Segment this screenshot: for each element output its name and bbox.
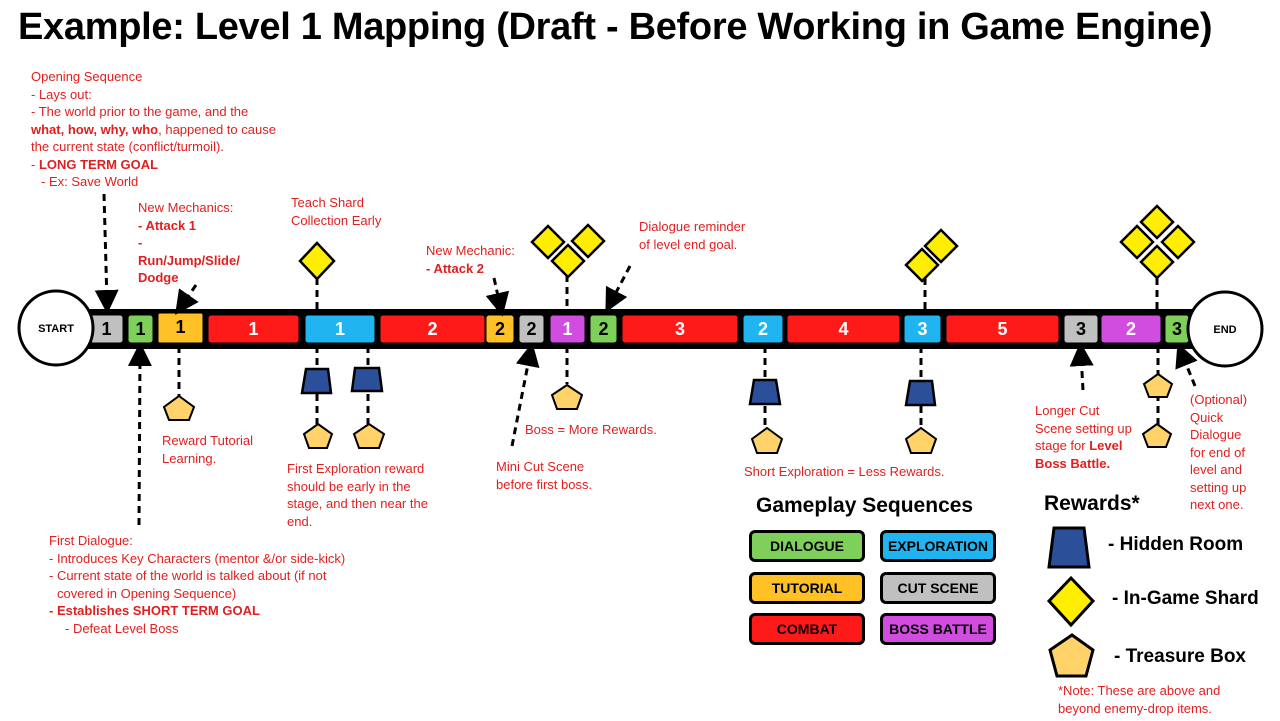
hidden-room-icon (1047, 526, 1091, 569)
timeline-segment-combat (786, 314, 901, 344)
legend-combat: COMBAT (749, 613, 865, 645)
timeline-segment-label: 5 (997, 319, 1007, 339)
shard-label: - In-Game Shard (1112, 588, 1259, 609)
timeline-segment-label: 3 (1076, 319, 1086, 339)
shard-icon (904, 247, 940, 283)
first-dialogue-note: First Dialogue: - Introduces Key Charact… (49, 533, 346, 636)
mini-cut-arrow (510, 342, 540, 447)
attack2-arrow (485, 277, 510, 317)
treasure-box-icon (352, 422, 386, 449)
dialogue-reminder-arrow (605, 265, 632, 313)
treasure-box-label: - Treasure Box (1114, 646, 1246, 667)
timeline-segment-label: 3 (1172, 319, 1182, 339)
new-mechanics-arrow (175, 284, 199, 315)
legend-boss-battle: BOSS BATTLE (880, 613, 996, 645)
opening-arrow (94, 193, 119, 314)
shard-icon (1160, 224, 1196, 260)
timeline-segment-label: 1 (101, 319, 111, 339)
timeline-segment-label: 2 (1126, 319, 1136, 339)
timeline-segment-label: 2 (598, 319, 608, 339)
longer-cut-arrow (1069, 342, 1094, 391)
rewards-title: Rewards* (1044, 492, 1140, 515)
timeline-segment-combat (207, 314, 300, 344)
timeline-segment-combat (945, 314, 1060, 344)
timeline-segment-label: 3 (917, 319, 927, 339)
timeline-segment-label: 1 (335, 319, 345, 339)
treasure-box-icon (1048, 633, 1095, 678)
timeline-segment-exploration (742, 314, 784, 344)
timeline-segments: 1 1 1 1 1 2 2 2 1 2 3 2 4 3 5 3 2 3 (89, 310, 1190, 346)
timeline-segment-boss (1100, 314, 1162, 344)
longer-cut-scene-note: Longer Cut Scene setting up stage for Le… (1035, 403, 1132, 471)
first-exploration-note: First Exploration reward should be early… (287, 461, 428, 529)
legend-dialogue: DIALOGUE (749, 530, 865, 562)
treasure-box-icon (1142, 372, 1174, 398)
first-dialogue-arrow (127, 342, 152, 526)
short-exploration-note: Short Exploration = Less Rewards. (744, 464, 945, 479)
timeline-segment-label: 2 (495, 319, 505, 339)
hidden-room-label: - Hidden Room (1108, 534, 1244, 555)
timeline-segment-dialogue (589, 314, 618, 344)
optional-dialogue-arrow (1175, 342, 1198, 387)
mini-cut-scene-note: Mini Cut Scene before first boss. (496, 459, 593, 492)
timeline-segment-exploration (304, 314, 376, 344)
treasure-box-icon (750, 426, 784, 454)
legend-exploration: EXPLORATION (880, 530, 996, 562)
new-mechanic-attack2-note: New Mechanic: - Attack 2 (426, 243, 515, 276)
timeline-segment-label: 1 (175, 317, 185, 337)
opening-sequence-note: Opening Sequence - Lays out: - The world… (31, 69, 276, 189)
shard-icon (1046, 575, 1096, 628)
timeline-segment-combat (379, 314, 486, 344)
new-mechanics-note: New Mechanics: - Attack 1 - Run/Jump/Sli… (138, 200, 240, 285)
shard-icon (1139, 244, 1175, 280)
timeline-segment-exploration (903, 314, 942, 344)
start-circle (17, 289, 95, 367)
end-label: END (1213, 324, 1236, 336)
shard-icon (530, 224, 566, 260)
treasure-box-icon (162, 394, 196, 421)
legend-tutorial: TUTORIAL (749, 572, 865, 604)
teach-shard-note: Teach Shard Collection Early (291, 195, 382, 228)
treasure-box-icon (302, 422, 334, 449)
timeline-segment-label: 1 (248, 319, 258, 339)
timeline-segment-label: 2 (758, 319, 768, 339)
treasure-box-icon (904, 426, 938, 454)
shard-icon (550, 243, 586, 279)
shard-icon (1139, 204, 1175, 240)
shard-icon (923, 228, 959, 264)
shard-icon (298, 241, 336, 281)
timeline-segment-label: 4 (838, 319, 848, 339)
page-title: Example: Level 1 Mapping (Draft - Before… (18, 6, 1213, 48)
hidden-room-icon (904, 379, 937, 407)
treasure-box-icon (550, 383, 584, 410)
end-circle (1186, 290, 1264, 368)
hidden-room-icon (300, 367, 333, 395)
optional-dialogue-note: (Optional) Quick Dialogue for end of lev… (1190, 392, 1248, 512)
hidden-room-icon (350, 366, 384, 393)
boss-rewards-note: Boss = More Rewards. (525, 422, 657, 437)
shard-group (298, 204, 1196, 283)
rewards-footnote: *Note: These are above and beyond enemy-… (1058, 683, 1221, 716)
timeline-segment-label: 1 (562, 319, 572, 339)
start-label: START (38, 323, 74, 335)
timeline-segment-boss (549, 314, 586, 344)
dialogue-reminder-note: Dialogue reminder of level end goal. (639, 219, 746, 252)
gameplay-sequences-title: Gameplay Sequences (756, 494, 974, 517)
shard-icon (1119, 224, 1155, 260)
treasure-box-icon (1141, 422, 1173, 448)
timeline-segment-label: 2 (427, 319, 437, 339)
timeline-segment-label: 2 (526, 319, 536, 339)
shard-icon (570, 223, 606, 259)
timeline-segment-label: 3 (675, 319, 685, 339)
timeline-segment-label: 1 (135, 319, 145, 339)
hidden-room-icon (748, 378, 782, 406)
reward-tutorial-note: Reward Tutorial Learning. (162, 433, 254, 466)
legend-cut-scene: CUT SCENE (880, 572, 996, 604)
timeline-segment-combat (621, 314, 739, 344)
